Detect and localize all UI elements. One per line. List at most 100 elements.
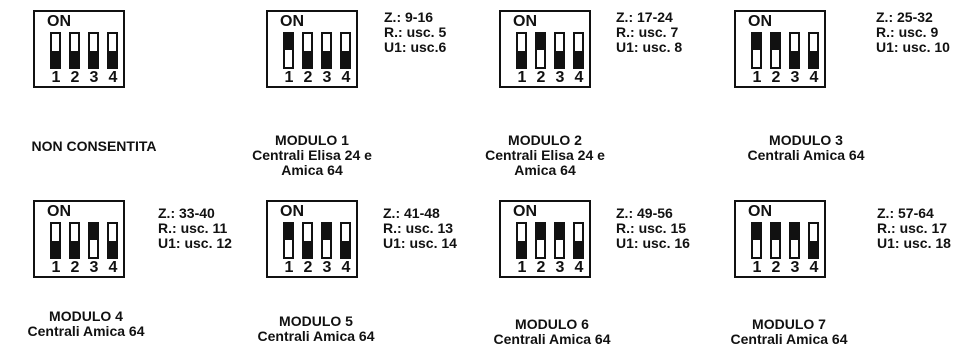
- switch-number: 2: [771, 69, 781, 86]
- on-label: ON: [748, 13, 772, 30]
- switch-number: 1: [752, 259, 762, 276]
- info-key: R.:: [616, 220, 635, 236]
- info-value: usc. 18: [903, 235, 951, 251]
- caption-line: Amica 64: [514, 162, 576, 178]
- switch-4: [573, 32, 584, 69]
- switch-number: 1: [51, 259, 61, 276]
- switch-lever-down: [342, 51, 349, 67]
- caption-title: MODULO 3: [769, 132, 843, 148]
- switch-lever-up: [537, 224, 544, 240]
- info-value: usc. 14: [409, 235, 457, 251]
- caption-title: NON CONSENTITA: [31, 138, 157, 154]
- info-value: usc. 15: [638, 220, 687, 236]
- info-line: R.: usc. 7: [616, 25, 682, 40]
- info-value: 33-40: [179, 205, 215, 221]
- info-key: R.:: [877, 220, 896, 236]
- info-value: 17-24: [637, 9, 673, 25]
- switch-lever-up: [791, 224, 798, 240]
- on-label: ON: [47, 13, 71, 30]
- switch-3: [321, 222, 332, 259]
- on-label: ON: [280, 13, 304, 30]
- caption-title: MODULO 1: [275, 132, 349, 148]
- switch-number: 1: [51, 69, 61, 86]
- switch-1: [516, 32, 527, 69]
- switch-lever-down: [810, 241, 817, 257]
- switch-lever-down: [71, 241, 78, 257]
- switch-lever-down: [304, 51, 311, 67]
- switch-lever-up: [323, 224, 330, 240]
- switch-lever-down: [52, 51, 59, 67]
- switch-lever-down: [109, 241, 116, 257]
- switch-lever-up: [772, 34, 779, 50]
- info-value: usc. 11: [180, 220, 228, 236]
- info-line: Z.: 25-32: [876, 10, 950, 25]
- caption-title: MODULO 2: [508, 132, 582, 148]
- on-label: ON: [513, 13, 537, 30]
- switch-4: [340, 32, 351, 69]
- caption-non-consentita: NON CONSENTITA: [32, 139, 157, 154]
- on-label: ON: [47, 203, 71, 220]
- switch-lever-up: [772, 224, 779, 240]
- info-value: usc. 16: [642, 235, 690, 251]
- info-key: Z.:: [877, 205, 895, 221]
- switch-3: [554, 222, 565, 259]
- switch-lever-down: [575, 241, 582, 257]
- switch-lever-down: [52, 241, 59, 257]
- switch-number: 4: [574, 259, 584, 276]
- switch-lever-down: [71, 51, 78, 67]
- switch-lever-down: [518, 241, 525, 257]
- switch-number: 3: [89, 69, 99, 86]
- switch-number: 1: [517, 259, 527, 276]
- info-key: U1:: [158, 235, 181, 251]
- info-key: U1:: [616, 39, 639, 55]
- switch-number: 2: [70, 69, 80, 86]
- info-key: R.:: [616, 24, 635, 40]
- caption-line: Amica 64: [281, 162, 343, 178]
- switch-3: [321, 32, 332, 69]
- caption-line: Centrali Amica 64: [257, 328, 375, 344]
- switch-lever-down: [90, 51, 97, 67]
- info-key: R.:: [383, 220, 402, 236]
- info-value: usc. 8: [642, 39, 683, 55]
- switch-number: 4: [341, 259, 351, 276]
- switch-lever-down: [518, 51, 525, 67]
- info-key: R.:: [384, 24, 403, 40]
- switch-3: [88, 32, 99, 69]
- switch-2: [302, 222, 313, 259]
- info-line: U1: usc. 14: [383, 236, 457, 251]
- switch-lever-up: [537, 34, 544, 50]
- switch-3: [789, 222, 800, 259]
- info-value: 9-16: [405, 9, 434, 25]
- info-line: U1: usc. 18: [877, 236, 951, 251]
- caption-title: MODULO 6: [515, 316, 589, 332]
- info-key: U1:: [616, 235, 639, 251]
- switch-2: [770, 222, 781, 259]
- switch-number: 3: [322, 69, 332, 86]
- switch-1: [751, 32, 762, 69]
- on-label: ON: [280, 203, 304, 220]
- switch-number: 3: [555, 259, 565, 276]
- switch-number: 2: [536, 69, 546, 86]
- switch-number: 1: [284, 259, 294, 276]
- switch-number: 2: [70, 259, 80, 276]
- info-key: U1:: [383, 235, 406, 251]
- info-key: Z.:: [876, 9, 894, 25]
- info-key: Z.:: [383, 205, 401, 221]
- info-value: 57-64: [898, 205, 934, 221]
- on-label: ON: [748, 203, 772, 220]
